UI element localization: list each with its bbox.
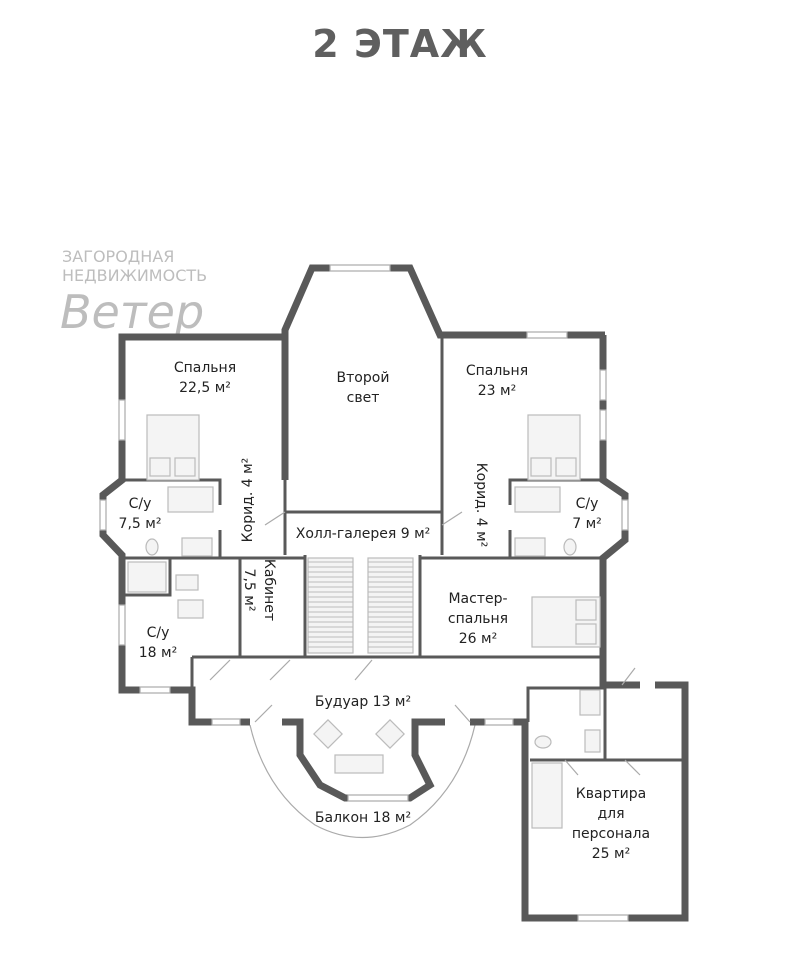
room-label-hall-gallery: Холл-галерея 9 м² — [296, 526, 431, 542]
room-label-corridor-right: Корид. 4 м² — [473, 463, 489, 548]
watermark-logo-text: Ветер — [60, 285, 204, 339]
room-label-line: Спальня — [174, 360, 236, 376]
room-label-line: С/у — [147, 625, 170, 641]
room-label-line: Корид. 4 м² — [240, 458, 256, 543]
room-label-second-light: Второй свет — [337, 370, 390, 406]
windows — [99, 264, 629, 922]
room-label-line: 22,5 м² — [179, 380, 231, 396]
floor-title: 2 ЭТАЖ — [312, 22, 488, 66]
balcony-railing — [249, 724, 476, 838]
staircase — [307, 557, 414, 654]
room-label-master-bedroom: Мастер-спальня 26 м² — [448, 591, 508, 647]
room-label-line: Мастер- — [448, 591, 507, 607]
room-label-line: Кабинет — [261, 559, 277, 621]
room-label-line: для — [597, 806, 624, 822]
room-label-line: С/у — [576, 496, 599, 512]
bathtub-right — [514, 486, 561, 513]
room-label-corridor-left: Корид. 4 м² — [240, 458, 256, 543]
walls — [99, 264, 689, 922]
room-label-line: Корид. 4 м² — [473, 463, 489, 548]
room-label-line: Будуар 13 м² — [315, 694, 411, 710]
bed-staff — [531, 762, 563, 829]
room-label-line: спальня — [448, 611, 508, 627]
room-label-line: С/у — [129, 496, 152, 512]
sofa — [334, 754, 384, 774]
room-label-line: Квартира — [576, 786, 646, 802]
room-label-line: 7,5 м² — [119, 516, 162, 532]
room-label-line: Второй — [337, 370, 390, 386]
room-label-line: 25 м² — [592, 846, 630, 862]
room-label-line: Балкон 18 м² — [315, 810, 411, 826]
room-label-line: 23 м² — [478, 383, 516, 399]
room-label-line: 7 м² — [572, 516, 602, 532]
room-label-line: 26 м² — [459, 631, 497, 647]
room-label-study: Кабинет7,5 м² — [241, 559, 277, 621]
bathtub-left — [167, 486, 214, 513]
room-label-line: Спальня — [466, 363, 528, 379]
room-label-boudoir: Будуар 13 м² — [315, 694, 411, 710]
room-label-bath-big: С/у 18 м² — [139, 625, 177, 661]
furniture — [127, 414, 601, 829]
room-label-balcony: Балкон 18 м² — [315, 810, 411, 826]
doors — [209, 511, 641, 776]
room-label-bath-left: С/у 7,5 м² — [119, 496, 162, 532]
room-label-line: 7,5 м² — [241, 569, 257, 612]
watermark-logo: ЗАГОРОДНАЯ НЕДВИЖИМОСТЬ Ветер — [60, 247, 207, 339]
room-label-line: Холл-галерея 9 м² — [296, 526, 431, 542]
room-label-line: персонала — [572, 826, 650, 842]
room-label-bedroom-left: Спальня 22,5 м² — [174, 360, 236, 396]
room-label-line: 18 м² — [139, 645, 177, 661]
room-label-bedroom-right: Спальня 23 м² — [466, 363, 528, 399]
room-label-line: свет — [347, 390, 380, 406]
watermark-line1: ЗАГОРОДНАЯ — [62, 247, 174, 266]
room-label-bath-right: С/у 7 м² — [572, 496, 602, 532]
watermark-line2: НЕДВИЖИМОСТЬ — [62, 266, 207, 285]
room-label-staff-apartment: Квартира для персонала 25 м² — [572, 786, 650, 862]
